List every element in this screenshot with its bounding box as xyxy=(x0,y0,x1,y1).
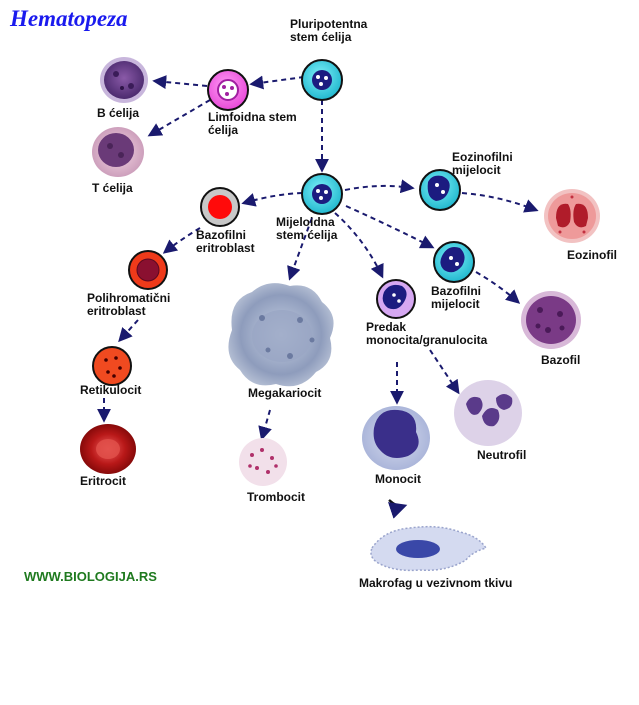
arrow-lymphoid-to-bcell xyxy=(152,75,208,90)
arrow-myeloid-to-progenitor xyxy=(334,212,384,279)
label-monocyte-granulocyte-progenitor: Predak monocita/granulocita xyxy=(366,320,488,347)
website-label: WWW.BIOLOGIJA.RS xyxy=(24,569,157,584)
basophilic-myelocyte xyxy=(433,241,475,283)
arrow-baso-erythroblast-to-poly xyxy=(162,227,201,254)
neutrophil xyxy=(454,380,522,446)
basophilic-erythroblast xyxy=(200,187,240,227)
macrophage xyxy=(370,525,488,572)
arrow-megakaryocyte-to-thrombocyte xyxy=(258,409,272,441)
monocyte-granulocyte-progenitor xyxy=(376,279,416,319)
arrow-myeloid-to-megakaryocyte xyxy=(287,217,313,281)
label-t-cell: T ćelija xyxy=(92,181,133,195)
arrow-baso-myelocyte-to-basophil xyxy=(475,271,521,304)
lymphoid-stem-cell xyxy=(207,69,249,111)
t-cell xyxy=(92,127,144,177)
arrow-lymphoid-to-tcell xyxy=(147,99,211,137)
arrow-myeloid-to-baso-erythroblast xyxy=(241,192,303,207)
arrow-poly-to-reticulocyte xyxy=(118,319,139,343)
label-myeloid-stem-cell: Mijeloidna stem ćelija xyxy=(276,215,338,242)
label-monocyte: Monocit xyxy=(375,472,421,486)
polychromatic-erythroblast xyxy=(128,250,168,290)
arrow-eos-myelocyte-to-eosinophil xyxy=(461,192,539,213)
arrow-progenitor-to-neutrophil xyxy=(429,349,460,395)
arrow-monocyte-to-macrophage xyxy=(387,499,408,519)
basophil xyxy=(521,291,581,349)
pluripotent-stem-cell xyxy=(301,59,343,101)
label-thrombocyte: Trombocit xyxy=(247,490,306,504)
myeloid-stem-cell xyxy=(301,173,343,215)
arrow-myeloid-to-eos-myelocyte xyxy=(344,179,415,194)
label-reticulocyte: Retikulocit xyxy=(80,383,142,397)
reticulocyte xyxy=(92,346,132,386)
eosinophil xyxy=(544,189,600,243)
label-eosinophilic-myelocyte: Eozinofilni mijelocit xyxy=(452,150,513,177)
monocyte xyxy=(362,406,430,470)
label-basophilic-myelocyte: Bazofilni mijelocit xyxy=(431,284,481,311)
eosinophilic-myelocyte xyxy=(419,169,461,211)
label-polychromatic-erythroblast: Polihromatični eritroblast xyxy=(87,291,171,318)
label-b-cell: B ćelija xyxy=(97,106,140,120)
label-basophil: Bazofil xyxy=(541,353,581,367)
label-neutrophil: Neutrofil xyxy=(477,448,527,462)
label-basophilic-erythroblast: Bazofilni eritroblast xyxy=(196,228,255,255)
erythrocyte xyxy=(80,424,136,474)
b-cell xyxy=(100,57,148,103)
label-macrophage: Makrofag u vezivnom tkivu xyxy=(359,576,513,590)
label-eosinophil: Eozinofil xyxy=(567,248,617,262)
label-pluripotent-stem-cell: Pluripotentna stem ćelija xyxy=(290,17,368,44)
label-megakaryocyte: Megakariocit xyxy=(248,386,322,400)
label-lymphoid-stem-cell: Limfoidna stem ćelija xyxy=(208,110,297,137)
megakaryocyte xyxy=(228,283,334,387)
diagram-title: Hematopeza xyxy=(10,6,128,31)
arrow-myeloid-to-baso-myelocyte xyxy=(345,205,435,249)
label-erythrocyte: Eritrocit xyxy=(80,474,127,488)
arrows xyxy=(97,75,539,441)
thrombocyte xyxy=(239,438,287,486)
arrow-pluripotent-to-lymphoid xyxy=(249,75,305,90)
